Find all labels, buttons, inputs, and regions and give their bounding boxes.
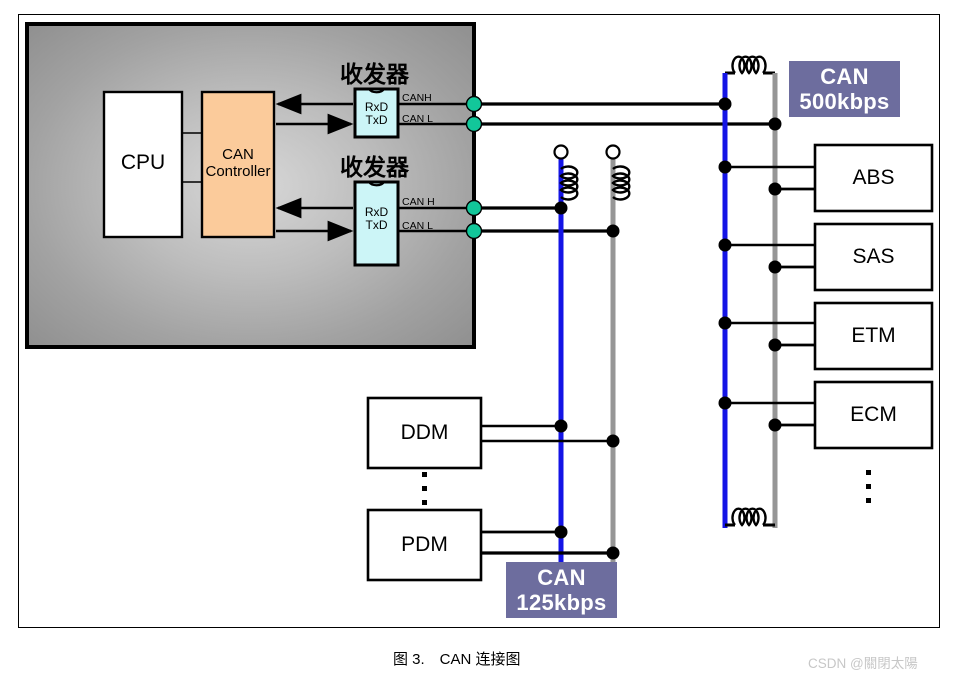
bus-125-node-label: PDM (401, 533, 448, 556)
transceiver-2-pin-high-label: CAN H (402, 196, 435, 208)
bus-125-node-stubs (481, 419, 620, 560)
transceiver-1-txd: TxD (365, 113, 388, 127)
cpu-label: CPU (120, 151, 166, 174)
transceiver-1-pin-low-label: CAN L (402, 113, 433, 125)
transceiver-1-pin-high-label: CANH (402, 92, 432, 104)
bus-125-terminator-high (553, 144, 579, 201)
bus-500-node-stubs (718, 160, 815, 432)
transceiver-2-signals (275, 197, 354, 242)
cpu-block (102, 90, 184, 239)
bus-500-node-label: SAS (852, 245, 895, 268)
bus-125-badge-line1: CAN (537, 565, 586, 590)
can-controller-label-line2: Controller (205, 163, 271, 180)
can-controller-label-line1: CAN (222, 146, 254, 163)
bus-500-badge-line1: CAN (820, 64, 869, 89)
bus-125-lines (558, 152, 616, 571)
bus-500-more-indicator (866, 470, 871, 512)
bus-500-node-label: ETM (851, 324, 896, 347)
transceiver-1-signals (275, 93, 354, 135)
bus-500-terminator-top (722, 55, 778, 124)
bus-500-terminator-bottom (725, 507, 775, 527)
bus-500-badge-line2: 500kbps (799, 89, 890, 114)
watermark: CSDN @關閉太陽 (808, 656, 918, 671)
bus-500-speed-badge: CAN 500kbps (789, 61, 900, 117)
bus-125-more-indicator (422, 472, 427, 514)
bus-500-junction (768, 117, 782, 131)
bus-500-node-label: ABS (852, 166, 895, 189)
transceiver-1 (353, 87, 400, 139)
transceiver-1-title: 收发器 (340, 62, 409, 88)
bus-125-junction (554, 201, 568, 215)
can-controller-block (200, 90, 276, 239)
transceiver-2-title: 收发器 (340, 155, 409, 181)
can-controller-label: CAN Controller (202, 146, 274, 180)
transceiver-1-rxd: RxD (364, 100, 389, 114)
transceiver-2 (353, 180, 400, 267)
cpu-controller-link (182, 132, 203, 183)
bus-125-node-label: DDM (400, 421, 449, 444)
transceiver-2-rxd: RxD (364, 205, 389, 219)
bus-125-badge-line2: 125kbps (516, 590, 607, 615)
bus-125-node-boxes (366, 396, 483, 582)
transceiver-1-bus-pins (398, 95, 775, 133)
bus-500-lines (722, 92, 778, 528)
bus-125-junction (606, 224, 620, 238)
transceiver-2-txd: TxD (365, 218, 388, 232)
figure-caption: 图 3. CAN 连接图 (393, 651, 521, 668)
bus-125-terminator-low (605, 144, 631, 201)
figure-border (18, 14, 940, 628)
bus-500-node-boxes (813, 143, 934, 450)
transceiver-1-chip-label: RxD TxD (355, 101, 398, 127)
transceiver-2-pin-low-label: CAN L (402, 220, 433, 232)
transceiver-2-chip-label: RxD TxD (355, 206, 398, 232)
transceiver-2-bus-pins (398, 199, 613, 240)
bus-500-node-label: ECM (850, 403, 897, 426)
bus-125-speed-badge: CAN 125kbps (506, 562, 617, 618)
bus-500-junction (718, 97, 732, 111)
